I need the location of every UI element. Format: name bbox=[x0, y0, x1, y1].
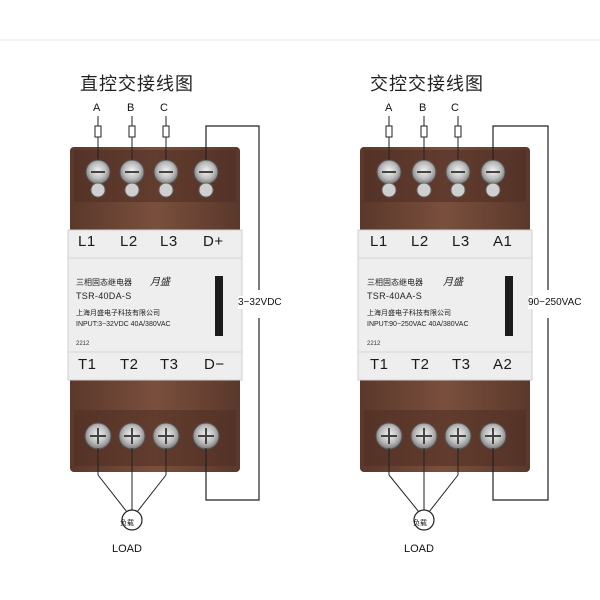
relay-1-model: TSR-40DA-S bbox=[76, 291, 132, 301]
relay-2-model: TSR-40AA-S bbox=[367, 291, 423, 301]
relay-2-title: 交控交接线图 bbox=[370, 74, 484, 95]
relay-2-terminal-l1: L1 bbox=[370, 233, 388, 250]
relay-2-company: 上海月盛电子科技有限公司 bbox=[367, 310, 451, 317]
relay-1-label-panel bbox=[67, 229, 243, 381]
relay-1-phase-a: A bbox=[93, 102, 101, 114]
relay-1-phase-b: B bbox=[127, 102, 135, 114]
relay-1-top-screw-base-4 bbox=[198, 182, 214, 198]
relay-1-brand: 月盛 bbox=[150, 277, 170, 288]
relay-1-phase-fuse-2 bbox=[128, 125, 136, 138]
relay-1-phase-c: C bbox=[160, 102, 168, 114]
relay-2-phase-fuse-1 bbox=[385, 125, 393, 138]
relay-2-brand: 月盛 bbox=[443, 277, 463, 288]
relay-2-terminal-l3: L3 bbox=[452, 233, 470, 250]
relay-2-load-node bbox=[413, 509, 435, 531]
relay-2-terminal-a1: A1 bbox=[493, 233, 513, 250]
relay-2-phase-fuse-2 bbox=[420, 125, 428, 138]
relay-1-status-window bbox=[215, 276, 223, 336]
relay-1-terminal-t3: T3 bbox=[160, 356, 179, 373]
relay-2-load-label: LOAD bbox=[404, 543, 434, 555]
relay-1-load-cn: 负载 bbox=[120, 520, 134, 527]
relay-2-phase-fuse-3 bbox=[454, 125, 462, 138]
relay-2-load-wire-3 bbox=[428, 474, 459, 513]
relay-2-control-wire-bottom bbox=[492, 318, 549, 501]
relay-2-terminal-t2: T2 bbox=[411, 356, 430, 373]
relay-1-terminal-t2: T2 bbox=[120, 356, 139, 373]
relay-2-top-screw-base-3 bbox=[450, 182, 466, 198]
relay-1-code: 2212 bbox=[76, 341, 90, 347]
relay-2-product-name: 三相固态继电器 bbox=[367, 278, 423, 287]
relay-2-terminal-l2: L2 bbox=[411, 233, 429, 250]
relay-1-load-wire-3 bbox=[136, 474, 167, 513]
relay-2-control-voltage: 90−250VAC bbox=[528, 296, 582, 309]
relay-2-terminal-t3: T3 bbox=[452, 356, 471, 373]
relay-1-top-screw-base-3 bbox=[158, 182, 174, 198]
relay-1-control-wire-bottom bbox=[205, 318, 260, 501]
relay-1-top-screw-base-2 bbox=[124, 182, 140, 198]
relay-1-terminal-l3: L3 bbox=[160, 233, 178, 250]
relay-2-code: 2212 bbox=[367, 341, 381, 347]
relay-1-terminal-l2: L2 bbox=[120, 233, 138, 250]
relay-1-load-node bbox=[121, 509, 143, 531]
relay-2-control-wire-top bbox=[492, 125, 549, 290]
relay-1-phase-fuse-1 bbox=[94, 125, 102, 138]
relay-2-load-wire-1 bbox=[388, 474, 420, 513]
relay-1-terminal-t1: T1 bbox=[78, 356, 97, 373]
relay-1-load-wire-1 bbox=[97, 474, 128, 513]
relay-2-phase-b: B bbox=[419, 102, 427, 114]
relay-1-spec: INPUT:3−32VDC 40A/380VAC bbox=[76, 321, 171, 328]
relay-2-phase-a: A bbox=[385, 102, 393, 114]
relay-1-control-voltage: 3−32VDC bbox=[238, 296, 282, 309]
relay-1-terminal-dplus: D+ bbox=[203, 233, 224, 250]
relay-1-product-name: 三相固态继电器 bbox=[76, 278, 132, 287]
relay-1-control-wire-top bbox=[205, 125, 260, 290]
relay-2-spec: INPUT:90−250VAC 40A/380VAC bbox=[367, 321, 469, 328]
relay-1-company: 上海月盛电子科技有限公司 bbox=[76, 310, 160, 317]
relay-2-load-cn: 负载 bbox=[413, 520, 427, 527]
relay-2-terminal-t1: T1 bbox=[370, 356, 389, 373]
relay-1-title: 直控交接线图 bbox=[80, 74, 194, 95]
relay-1-load-label: LOAD bbox=[112, 543, 142, 555]
relay-2-top-screw-base-4 bbox=[485, 182, 501, 198]
relay-2-top-screw-base-2 bbox=[416, 182, 432, 198]
relay-2-terminal-a2: A2 bbox=[493, 356, 513, 373]
relay-2-status-window bbox=[505, 276, 513, 336]
relay-2-top-screw-base-1 bbox=[381, 182, 397, 198]
relay-1-terminal-l1: L1 bbox=[78, 233, 96, 250]
relay-1-top-screw-base-1 bbox=[90, 182, 106, 198]
relay-1-phase-fuse-3 bbox=[162, 125, 170, 138]
relay-2-phase-c: C bbox=[451, 102, 459, 114]
relay-2-label-panel bbox=[357, 229, 533, 381]
relay-1-terminal-dminus: D− bbox=[204, 356, 225, 373]
